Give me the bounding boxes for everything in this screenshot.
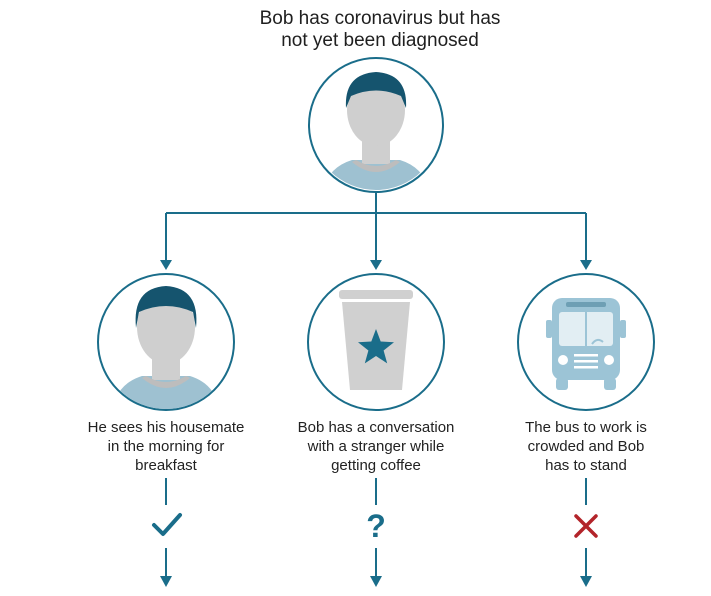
caption-line: in the morning for bbox=[107, 438, 225, 455]
connector-lines bbox=[165, 190, 587, 262]
person-icon bbox=[112, 286, 220, 409]
arrowhead-middle bbox=[370, 260, 382, 270]
arrowhead-right bbox=[580, 260, 592, 270]
caption-line: Bob has a conversation bbox=[297, 419, 455, 436]
caption-line: with a stranger while bbox=[307, 438, 445, 455]
caption-line: breakfast bbox=[135, 457, 197, 474]
caption-bus: The bus to work is crowded and Bob has t… bbox=[491, 418, 681, 475]
title-line: not yet been diagnosed bbox=[281, 30, 479, 51]
bus-avatar bbox=[517, 273, 655, 411]
connector-arrowheads bbox=[160, 260, 592, 270]
diagram-title: Bob has coronavirus but has not yet been… bbox=[180, 8, 580, 52]
housemate-avatar bbox=[97, 273, 235, 411]
caption-coffee: Bob has a conversation with a stranger w… bbox=[281, 418, 471, 475]
person-icon bbox=[322, 72, 430, 190]
coffee-cup-icon bbox=[339, 290, 413, 390]
question-mark: ? bbox=[366, 508, 386, 544]
arrowhead-left bbox=[160, 260, 172, 270]
bus-icon bbox=[546, 298, 626, 390]
caption-line: The bus to work is bbox=[525, 419, 647, 436]
cross-icon bbox=[574, 514, 598, 538]
outcome-arrowheads bbox=[160, 576, 592, 587]
bob-avatar bbox=[308, 57, 444, 193]
caption-housemate: He sees his housemate in the morning for… bbox=[71, 418, 261, 475]
caption-line: has to stand bbox=[545, 457, 627, 474]
caption-line: crowded and Bob bbox=[527, 438, 645, 455]
title-line: Bob has coronavirus but has bbox=[259, 8, 501, 29]
caption-line: getting coffee bbox=[331, 457, 421, 474]
check-icon bbox=[152, 513, 182, 536]
outcome-lines bbox=[165, 478, 587, 578]
coffee-avatar bbox=[307, 273, 445, 411]
star-icon bbox=[358, 329, 394, 364]
caption-line: He sees his housemate bbox=[87, 419, 245, 436]
